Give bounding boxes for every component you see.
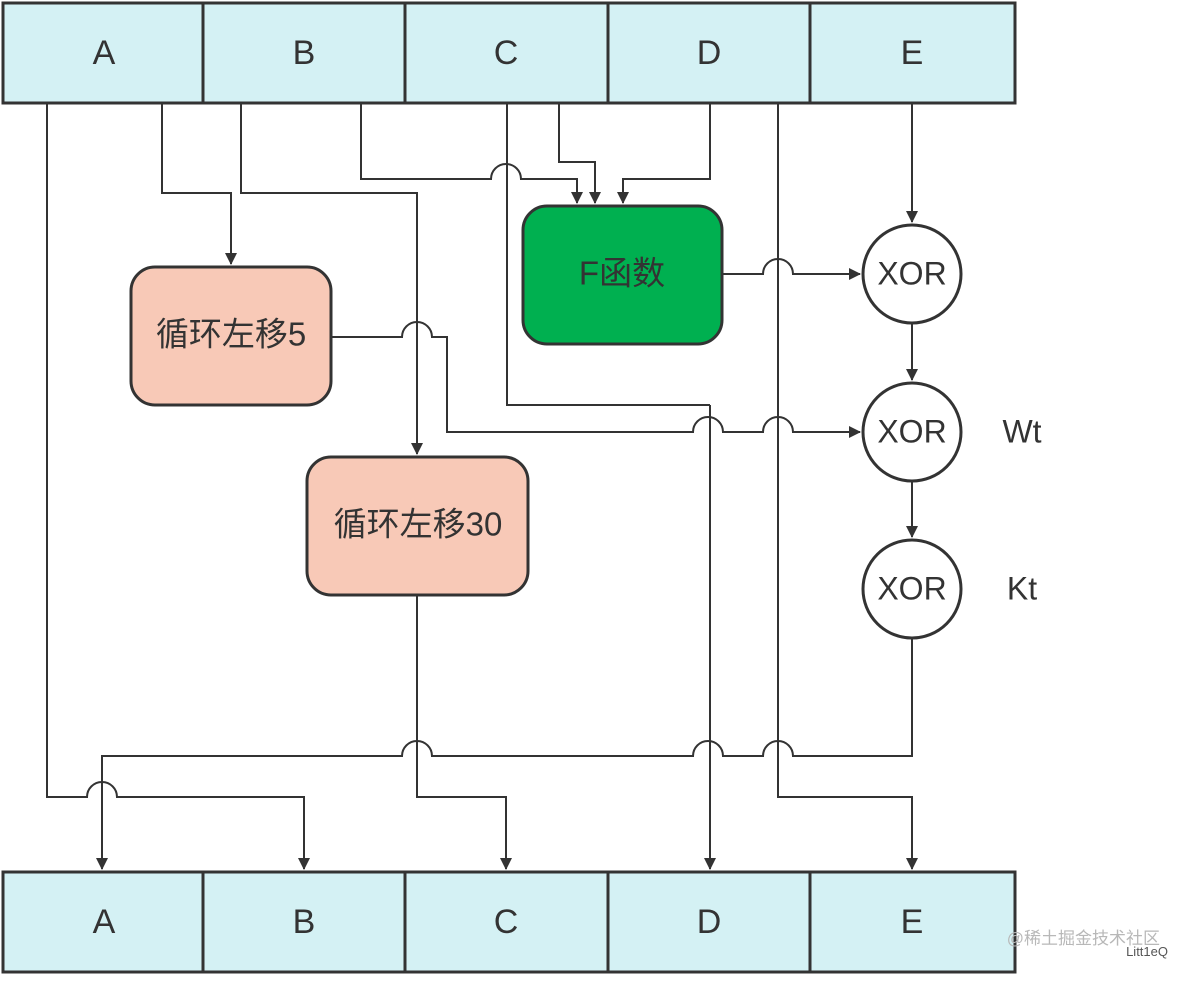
bottom-register-c: C <box>494 903 519 941</box>
wt-label: Wt <box>1002 413 1041 449</box>
xor-node-2: XOR <box>861 381 963 483</box>
f-function-box: F函数 <box>521 204 724 346</box>
bottom-register-row: A B C D E <box>1 870 1017 974</box>
connector-f-to-xor1 <box>722 258 861 280</box>
kt-label: Kt <box>1007 570 1037 606</box>
connector-a-to-rotl5 <box>161 103 237 265</box>
connector-d-to-f <box>617 103 711 204</box>
bottom-register-d: D <box>697 903 722 941</box>
top-register-c: C <box>494 34 519 72</box>
f-function-label: F函数 <box>579 255 665 292</box>
top-register-e: E <box>901 34 924 72</box>
connector-c-to-f <box>558 103 601 204</box>
top-register-a: A <box>93 34 116 72</box>
top-register-d: D <box>697 34 722 72</box>
top-register-frame <box>1 1 1017 105</box>
connector-d-to-new-e <box>777 103 918 870</box>
xor-label: XOR <box>877 570 946 606</box>
connectors <box>46 103 918 870</box>
xor-node-1: XOR <box>861 223 963 325</box>
top-register-b: B <box>293 34 316 72</box>
connector-b-to-rotl30 <box>240 103 423 455</box>
watermark-site: @稀土掘金技术社区 <box>1007 929 1160 948</box>
connector-xor3-to-new-a <box>96 638 913 870</box>
connector-rotl30-to-new-c <box>416 595 512 870</box>
top-register-row: A B C D E <box>1 1 1017 105</box>
watermark-author: Litt1eQ <box>1126 944 1168 959</box>
rotate-left-5-label: 循环左移5 <box>156 316 306 353</box>
bottom-register-frame <box>1 870 1017 974</box>
connector-a-to-new-b <box>46 103 310 870</box>
xor-label: XOR <box>877 255 946 291</box>
bottom-register-e: E <box>901 903 924 941</box>
bottom-register-b: B <box>293 903 316 941</box>
rotate-left-30-label: 循环左移30 <box>334 506 503 543</box>
xor-node-3: XOR <box>861 538 963 640</box>
connector-c-vertical <box>506 103 710 406</box>
rotate-left-5-box: 循环左移5 <box>129 265 333 407</box>
connector-b-to-f <box>360 103 583 204</box>
rotate-left-30-box: 循环左移30 <box>305 455 530 597</box>
xor-label: XOR <box>877 413 946 449</box>
bottom-register-a: A <box>93 903 116 941</box>
